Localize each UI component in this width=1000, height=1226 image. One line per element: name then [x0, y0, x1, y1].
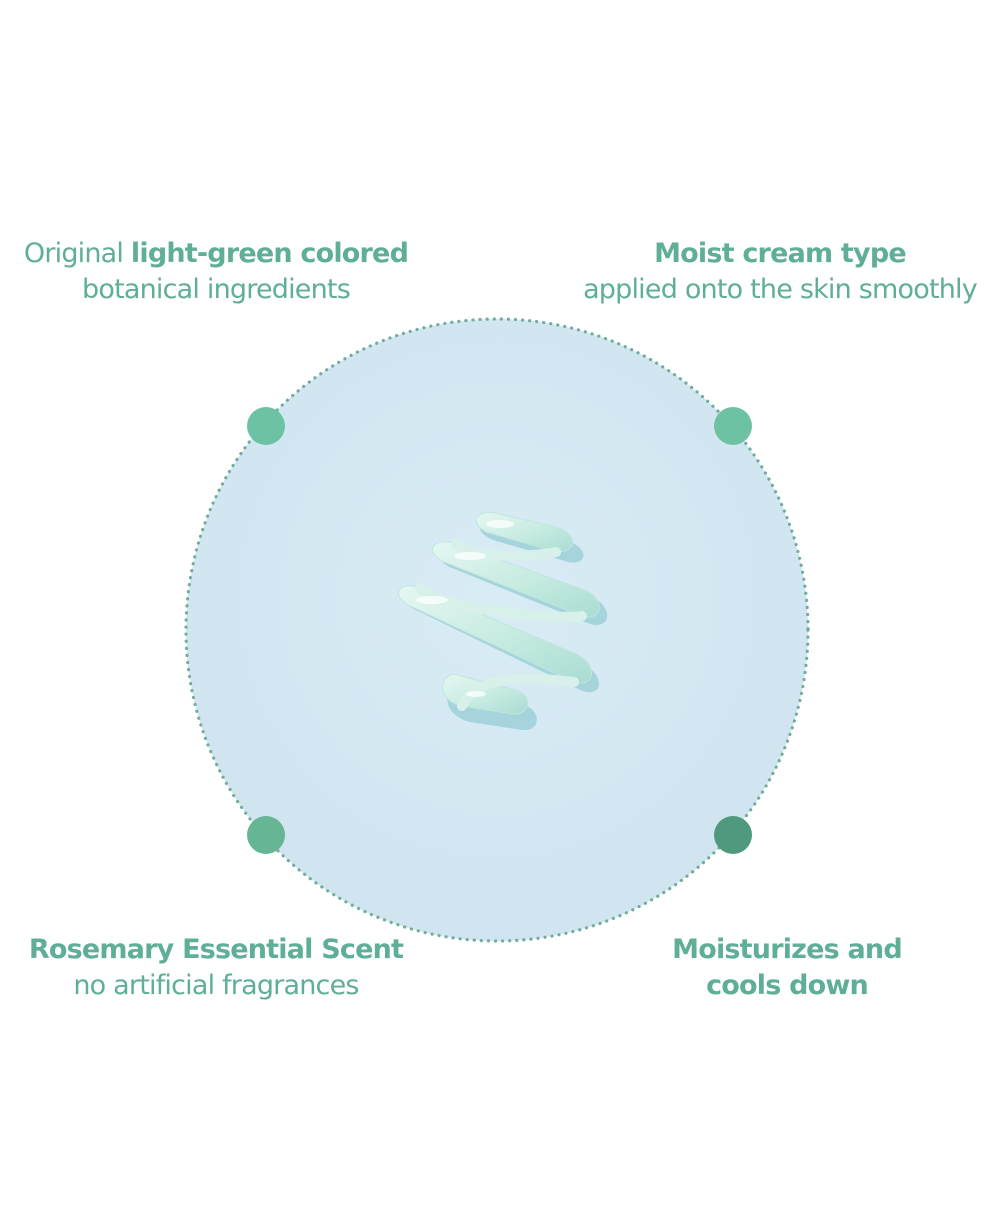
dot-top-right-icon	[714, 407, 752, 445]
feature-bottom-left-line1: Rosemary Essential Scent	[28, 934, 404, 965]
feature-top-right: Moist cream type applied onto the skin s…	[560, 236, 1000, 308]
cream-highlights	[416, 520, 514, 697]
feature-bottom-left: Rosemary Essential Scent no artificial f…	[0, 932, 432, 1004]
dot-bottom-left-icon	[247, 816, 285, 854]
dot-top-left-icon	[247, 407, 285, 445]
feature-top-left-line1: Original light-green colored	[23, 238, 409, 269]
feature-bottom-right-line2: cools down	[706, 970, 869, 1001]
feature-bottom-right-line1: Moisturizes and	[672, 934, 903, 965]
dotted-circle-border	[184, 317, 810, 943]
feature-top-left: Original light-green colored botanical i…	[0, 236, 432, 308]
feature-bottom-left-line2: no artificial fragrances	[73, 970, 359, 1001]
feature-top-right-line2: applied onto the skin smoothly	[583, 274, 978, 305]
feature-top-left-line2: botanical ingredients	[82, 274, 351, 305]
dot-bottom-right-icon	[714, 816, 752, 854]
feature-bottom-right: Moisturizes and cools down	[572, 932, 1000, 1004]
feature-top-right-line1: Moist cream type	[654, 238, 907, 269]
